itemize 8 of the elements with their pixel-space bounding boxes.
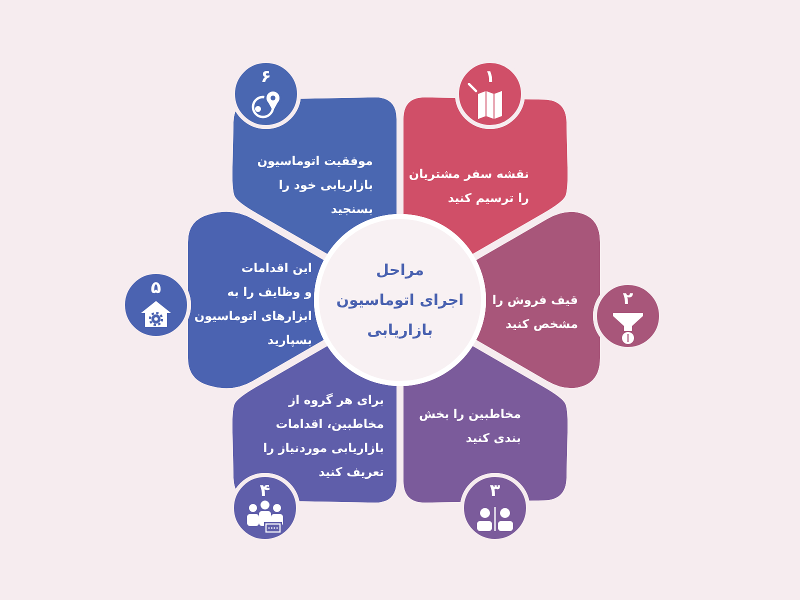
step-number: ۵ <box>150 278 162 298</box>
step-number: ۱ <box>484 67 496 87</box>
step-number: ۶ <box>260 67 272 87</box>
petal-segment: نقشه سفر مشتریان را ترسیم کنید <box>403 97 568 255</box>
step-number: ۴ <box>258 481 272 501</box>
petal-segment: موفقیت اتوماسیون بازاریابی خود را بسنجید <box>232 97 397 255</box>
step-number: ۳ <box>488 481 502 501</box>
step-number: ۲ <box>622 289 634 309</box>
